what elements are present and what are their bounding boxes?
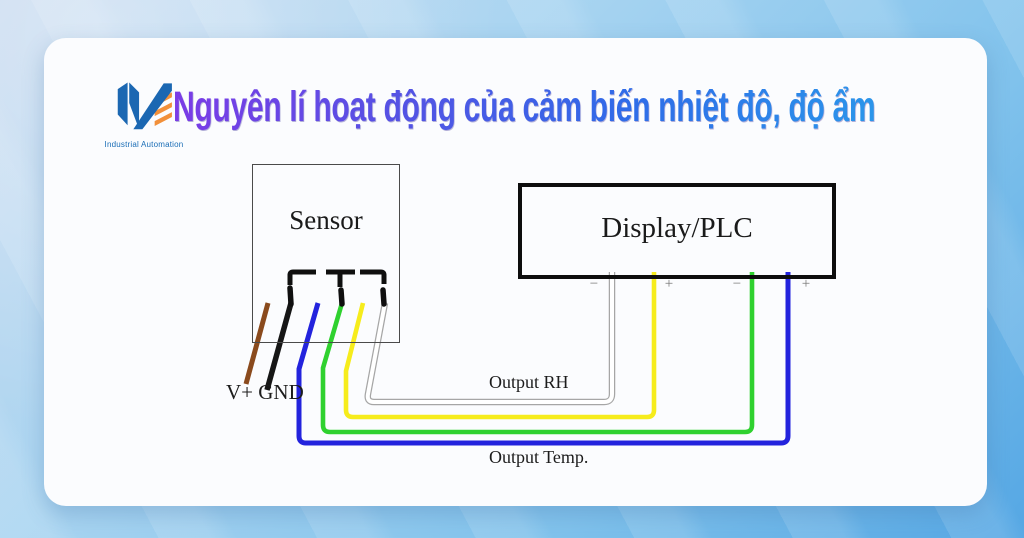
wire-temp-plus-blue	[296, 272, 791, 446]
sensor-box: Sensor	[252, 164, 400, 343]
content-card: Industrial Automation Nguyên lí hoạt độn…	[44, 38, 987, 506]
wire-rh-minus-white	[364, 272, 616, 406]
wire-gnd-black	[264, 302, 294, 391]
me-logo-icon	[117, 82, 172, 130]
supply-wires-label: V+ GND	[226, 380, 304, 404]
wire-rh-plus-yellow	[343, 272, 657, 420]
wire-vplus-brown	[243, 302, 271, 385]
terminal-sign-temp-minus: −	[732, 276, 742, 292]
page-title: Nguyên lí hoạt động của cảm biến nhiệt đ…	[173, 84, 1024, 134]
display-plc-box-label: Display/PLC	[601, 211, 753, 244]
terminal-sign-rh-minus: −	[589, 276, 599, 292]
sensor-box-label: Sensor	[289, 205, 363, 235]
terminal-sign-temp-plus: +	[801, 276, 811, 292]
sensor-terminal-brackets	[287, 269, 387, 287]
display-plc-box: Display/PLC	[518, 183, 836, 279]
page-title-text: Nguyên lí hoạt động của cảm biến nhiệt đ…	[173, 83, 876, 131]
brand-logo: Industrial Automation	[84, 74, 204, 149]
terminal-sign-rh-plus: +	[664, 276, 674, 292]
sensor-pins	[287, 285, 387, 307]
brand-caption: Industrial Automation	[104, 140, 184, 149]
wire-temp-minus-green	[320, 272, 755, 435]
output-rh-label: Output RH	[489, 372, 569, 392]
output-temp-label: Output Temp.	[489, 447, 589, 467]
